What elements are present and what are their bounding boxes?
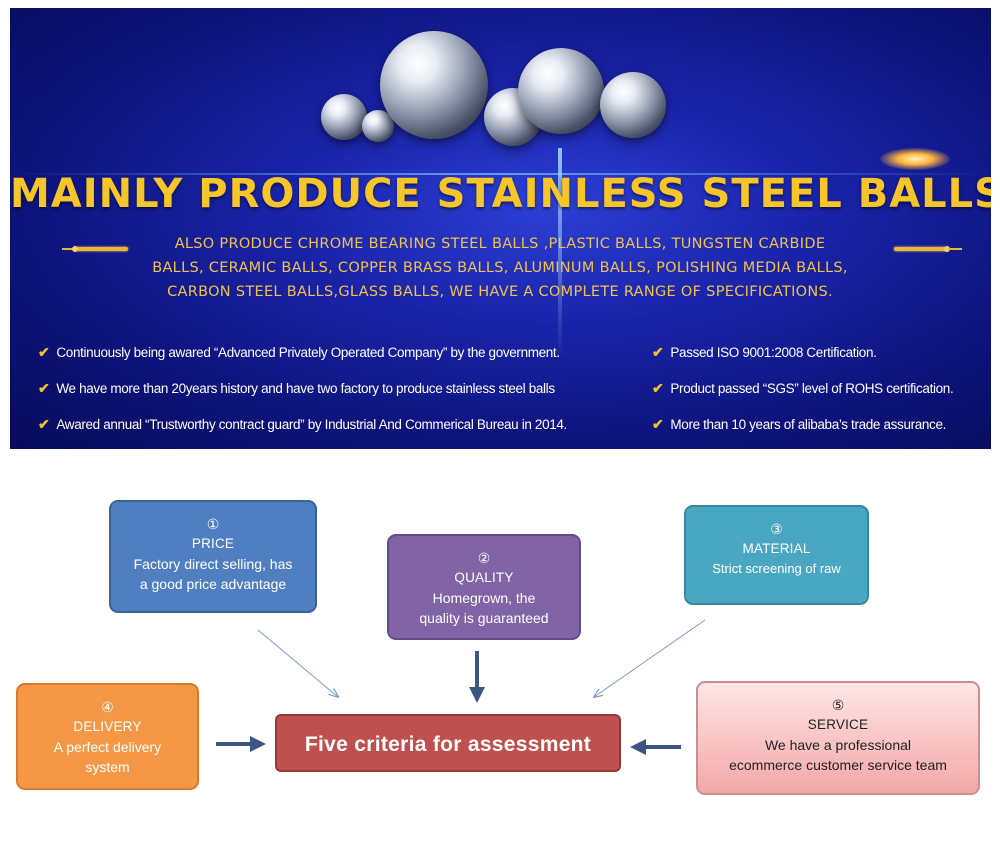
banner-subtitle: ALSO PRODUCE CHROME BEARING STEEL BALLS … xyxy=(152,236,848,300)
criterion-description: A perfect delivery system xyxy=(53,739,162,775)
criterion-title: SERVICE xyxy=(807,717,869,732)
steel-ball-image xyxy=(518,48,604,134)
check-icon: ✔ xyxy=(652,344,664,360)
feature-item: ✔ Awared annual “Trustworthy contract gua… xyxy=(38,416,567,433)
steel-ball-image xyxy=(380,31,488,139)
criterion-title: QUALITY xyxy=(454,570,514,585)
criterion-description: We have a professional ecommerce custome… xyxy=(729,737,947,773)
lens-flare xyxy=(880,148,950,170)
criterion-price: ① PRICE Factory direct selling, has a go… xyxy=(109,500,317,613)
criterion-material: ③ MATERIAL Strict screening of raw xyxy=(684,505,869,605)
criterion-delivery: ④ DELIVERY A perfect delivery system xyxy=(16,683,199,790)
check-icon: ✔ xyxy=(652,416,664,432)
circled-number-2: ② xyxy=(477,550,491,566)
criterion-description: Factory direct selling, has a good price… xyxy=(133,556,293,592)
light-streak xyxy=(10,173,991,175)
criterion-title: DELIVERY xyxy=(73,719,142,734)
center-label: Five criteria for assessment xyxy=(304,733,592,756)
criterion-description: Strict screening of raw xyxy=(712,561,841,576)
arrow-price-to-center xyxy=(257,629,338,697)
light-beam xyxy=(558,148,562,358)
check-icon: ✔ xyxy=(38,380,50,396)
product-banner: MAINLY PRODUCE STAINLESS STEEL BALLS ALS… xyxy=(10,8,991,449)
criterion-quality: ② QUALITY Homegrown, the quality is guar… xyxy=(387,534,581,640)
circled-number-4: ④ xyxy=(101,699,114,715)
circled-number-5: ⑤ xyxy=(831,697,845,713)
circled-number-3: ③ xyxy=(770,521,783,537)
feature-text: Product passed “SGS” level of ROHS certi… xyxy=(670,381,954,396)
criterion-description: Homegrown, the quality is guaranteed xyxy=(419,590,549,626)
left-gold-ornament xyxy=(62,244,140,254)
banner-title: MAINLY PRODUCE STAINLESS STEEL BALLS xyxy=(10,171,991,217)
steel-ball-image xyxy=(321,94,367,140)
steel-ball-image xyxy=(600,72,666,138)
feature-item: ✔ More than 10 years of alibaba’s trade a… xyxy=(652,416,946,433)
feature-text: More than 10 years of alibaba’s trade as… xyxy=(670,417,947,432)
right-gold-ornament xyxy=(882,244,962,254)
feature-text: Continuously being awared “Advanced Priv… xyxy=(56,345,560,360)
criterion-service: ⑤ SERVICE We have a professional ecommer… xyxy=(696,681,980,795)
check-icon: ✔ xyxy=(652,380,664,396)
feature-item: ✔ Product passed “SGS” level of ROHS cert… xyxy=(652,380,954,397)
criterion-title: MATERIAL xyxy=(742,541,811,556)
arrow-material-to-center xyxy=(594,619,706,697)
feature-item: ✔ Passed ISO 9001:2008 Certification. xyxy=(652,344,877,361)
check-icon: ✔ xyxy=(38,344,50,360)
feature-text: We have more than 20years history and ha… xyxy=(56,381,555,396)
circled-number-1: ① xyxy=(206,516,220,532)
feature-text: Passed ISO 9001:2008 Certification. xyxy=(670,345,877,360)
feature-text: Awared annual “Trustworthy contract guar… xyxy=(56,417,567,432)
feature-item: ✔ Continuously being awared “Advanced Pri… xyxy=(38,344,560,361)
criterion-title: PRICE xyxy=(191,536,235,551)
check-icon: ✔ xyxy=(38,416,50,432)
assessment-center-box: Five criteria for assessment xyxy=(275,714,621,772)
feature-item: ✔ We have more than 20years history and h… xyxy=(38,380,555,397)
